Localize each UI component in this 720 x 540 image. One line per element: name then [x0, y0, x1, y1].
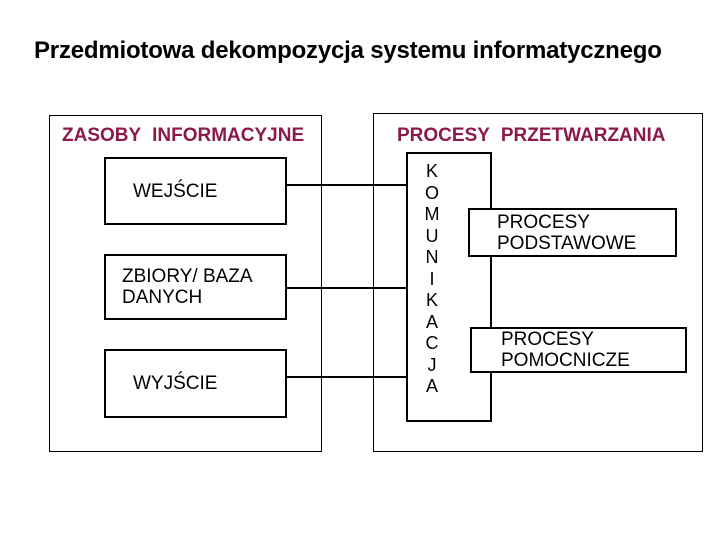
connector-wejscie-komunikacja — [287, 184, 408, 186]
wyjscie-label: WYJŚCIE — [133, 373, 218, 394]
procesy-pomocnicze-node: PROCESY POMOCNICZE — [470, 327, 687, 373]
procesy-pomocnicze-label: PROCESY POMOCNICZE — [501, 329, 630, 371]
connector-zbiory-komunikacja — [287, 287, 408, 289]
page-title: Przedmiotowa dekompozycja systemu inform… — [34, 37, 662, 64]
connector-wyjscie-komunikacja — [287, 376, 408, 378]
procesy-przetwarzania-header: PROCESY PRZETWARZANIA — [397, 125, 666, 146]
zbiory-baza-danych-label: ZBIORY/ BAZA DANYCH — [122, 266, 253, 308]
wejscie-node: WEJŚCIE — [104, 157, 287, 225]
zasoby-informacyjne-group-box — [49, 115, 322, 452]
procesy-podstawowe-label: PROCESY PODSTAWOWE — [497, 211, 637, 254]
procesy-podstawowe-node: PROCESY PODSTAWOWE — [468, 208, 677, 257]
zbiory-baza-danych-node: ZBIORY/ BAZA DANYCH — [104, 254, 287, 320]
procesy-przetwarzania-group-box — [373, 113, 703, 452]
zasoby-informacyjne-header: ZASOBY INFORMACYJNE — [62, 125, 305, 146]
wejscie-label: WEJŚCIE — [133, 180, 218, 202]
wyjscie-node: WYJŚCIE — [104, 349, 287, 418]
komunikacja-node: K O M U N I K A C J A — [406, 152, 492, 422]
komunikacja-vertical-label: K O M U N I K A C J A — [424, 161, 440, 396]
